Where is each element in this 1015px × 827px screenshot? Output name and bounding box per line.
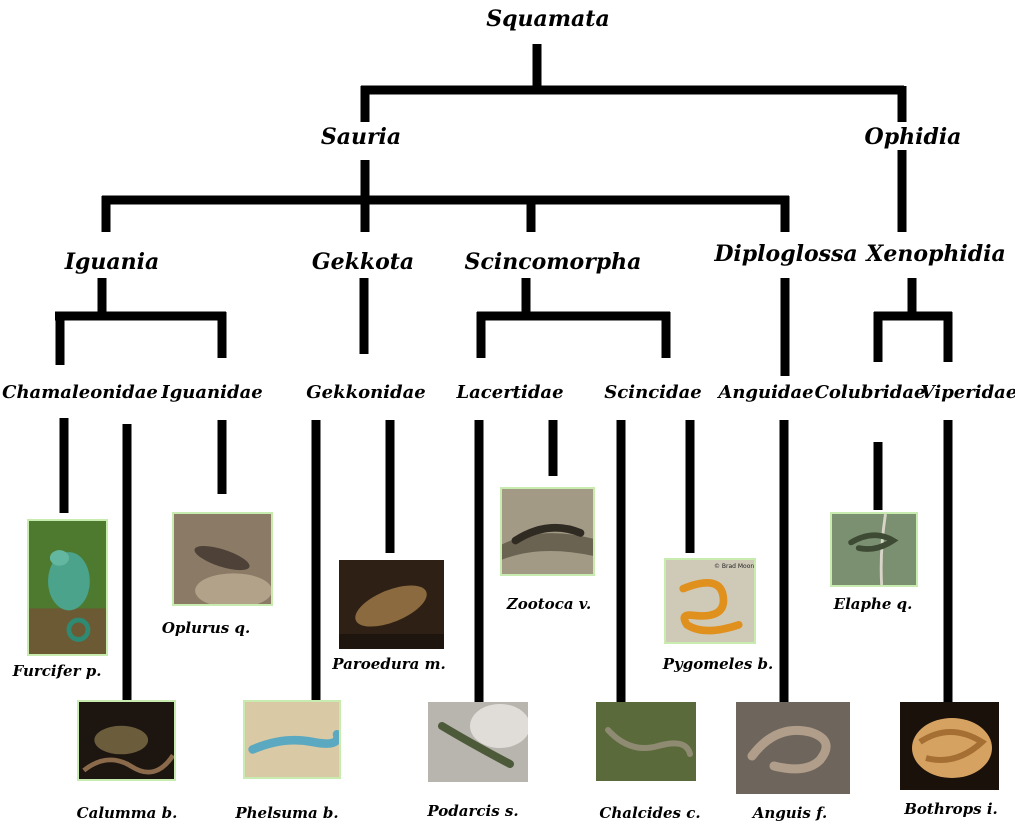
family-label-anguidae: Anguidae	[718, 384, 813, 402]
species-label-calumma: Calumma b.	[77, 806, 178, 821]
photo-anguis	[736, 702, 850, 794]
photo-zootoca	[500, 487, 595, 576]
family-label-gekkonidae: Gekkonidae	[306, 384, 425, 402]
photo-chalcides	[596, 702, 696, 781]
species-label-pygomeles: Pygomeles b.	[663, 657, 774, 672]
family-label-lacertidae: Lacertidae	[456, 384, 563, 402]
photo-bothrops	[900, 702, 999, 790]
clade-label-sauria: Sauria	[321, 126, 401, 148]
species-label-oplurus: Oplurus q.	[162, 621, 250, 636]
photo-elaphe	[830, 512, 918, 587]
species-label-paroedura: Paroedura m.	[332, 657, 445, 672]
photo-paroedura	[339, 560, 444, 649]
photo-oplurus	[172, 512, 273, 606]
species-label-phelsuma: Phelsuma b.	[235, 806, 338, 821]
species-label-podarcis: Podarcis s.	[427, 804, 518, 819]
photo-podarcis	[428, 702, 528, 782]
family-label-chamaeleonidae: Chamaleonidae	[2, 384, 158, 402]
clade-label-iguania: Iguania	[65, 251, 160, 273]
clade-label-gekkota: Gekkota	[312, 251, 414, 273]
species-label-bothrops: Bothrops i.	[904, 802, 998, 817]
root-label: Squamata	[486, 8, 609, 30]
photo-phelsuma	[243, 700, 341, 779]
family-label-iguanidae: Iguanidae	[161, 384, 262, 402]
clade-label-diploglossa: Diploglossa	[714, 243, 857, 265]
photo-calumma	[77, 700, 176, 781]
clade-label-ophidia: Ophidia	[865, 126, 962, 148]
clade-label-scincomorpha: Scincomorpha	[465, 251, 642, 273]
species-label-chalcides: Chalcides c.	[599, 806, 700, 821]
family-label-colubridae: Colubridae	[815, 384, 926, 402]
species-label-elaphe: Elaphe q.	[834, 597, 913, 612]
photo-pygomeles: © Brad Moon	[664, 558, 756, 644]
species-label-anguis: Anguis f.	[753, 806, 827, 821]
photo-furcifer	[27, 519, 108, 656]
family-label-scincidae: Scincidae	[604, 384, 701, 402]
family-label-viperidae: Viperidae	[921, 384, 1015, 402]
clade-label-xenophidia: Xenophidia	[866, 243, 1005, 265]
photo-credit: © Brad Moon	[714, 563, 754, 570]
species-label-zootoca: Zootoca v.	[507, 597, 591, 612]
species-label-furcifer: Furcifer p.	[13, 664, 102, 679]
